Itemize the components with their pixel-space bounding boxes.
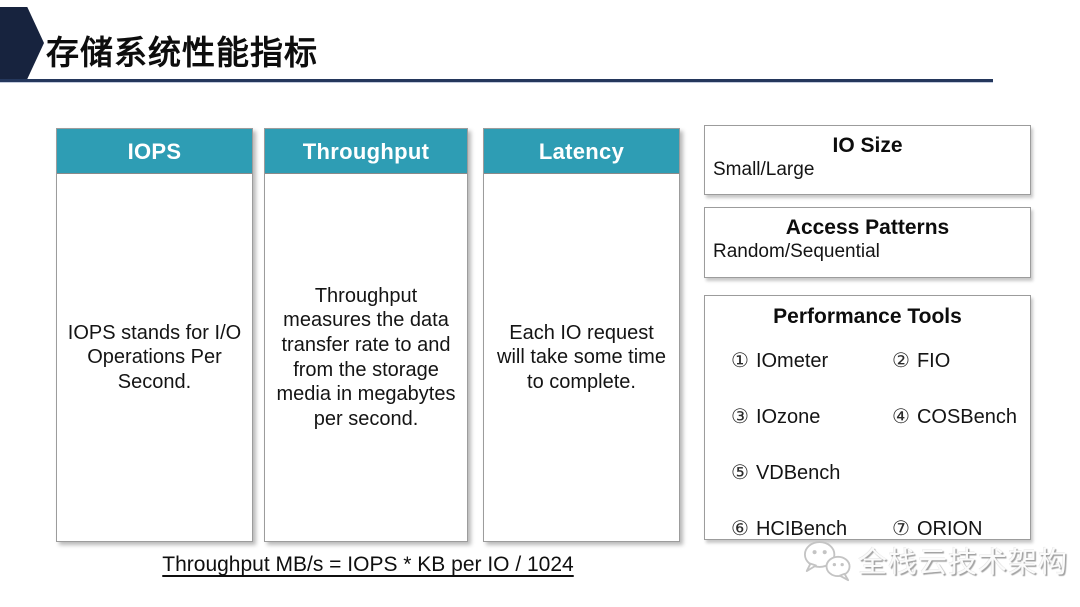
- card-latency-body: Each IO request will take some time to c…: [497, 321, 666, 393]
- watermark: 全栈云技术架构: [799, 537, 1068, 583]
- title-divider: [0, 79, 993, 83]
- tool-fio-label: FIO: [916, 350, 951, 372]
- card-throughput-body: Throughput measures the data transfer ra…: [276, 284, 456, 430]
- page-title: 存储系统性能指标: [46, 34, 318, 71]
- circled-3-icon: ③: [731, 406, 749, 428]
- circled-5-icon: ⑤: [731, 462, 749, 484]
- tool-fio: ② FIO: [892, 348, 1030, 373]
- card-latency: Latency Each IO request will take some t…: [483, 128, 680, 542]
- card-iops-body: IOPS stands for I/O Operations Per Secon…: [67, 321, 242, 393]
- wechat-icon: [804, 541, 851, 582]
- circled-6-icon: ⑥: [731, 518, 749, 540]
- tool-cosbench-label: COSBench: [916, 406, 1017, 428]
- card-iops: IOPS IOPS stands for I/O Operations Per …: [56, 128, 253, 542]
- box-access-patterns-subtitle: Random/Sequential: [713, 241, 880, 262]
- box-access-patterns-title: Access Patterns: [785, 216, 950, 239]
- tool-hcibench-label: HCIBench: [755, 518, 848, 540]
- circled-1-icon: ①: [731, 350, 749, 372]
- circled-2-icon: ②: [892, 350, 910, 372]
- tool-iozone: ③ IOzone: [731, 404, 892, 429]
- title-accent-arrow-icon: [0, 7, 44, 79]
- box-io-size-subtitle: Small/Large: [713, 159, 815, 180]
- tool-iozone-label: IOzone: [755, 406, 821, 428]
- performance-tools-grid: ① IOmeter ② FIO ③ IOzone ④ COSBench ⑤ VDBench…: [705, 348, 1030, 541]
- card-latency-header: Latency: [484, 129, 679, 174]
- box-access-patterns: Access Patterns Random/Sequential: [704, 207, 1031, 278]
- tool-orion: ⑦ ORION: [892, 516, 1030, 541]
- circled-4-icon: ④: [892, 406, 910, 428]
- tool-iometer-label: IOmeter: [755, 350, 829, 372]
- tool-vdbench: ⑤ VDBench: [731, 460, 892, 485]
- box-performance-tools: Performance Tools ① IOmeter ② FIO ③ IOzone …: [704, 295, 1031, 540]
- watermark-text: 全栈云技术架构: [858, 547, 1069, 579]
- card-throughput-header: Throughput: [265, 129, 467, 174]
- card-iops-header: IOPS: [57, 129, 252, 174]
- tool-iometer: ① IOmeter: [731, 348, 892, 373]
- tool-orion-label: ORION: [916, 518, 983, 540]
- card-throughput: Throughput Throughput measures the data …: [264, 128, 468, 542]
- tool-hcibench: ⑥ HCIBench: [731, 516, 892, 541]
- throughput-formula: Throughput MB/s = IOPS * KB per IO / 102…: [162, 553, 574, 576]
- tool-vdbench-label: VDBench: [755, 462, 841, 484]
- performance-tools-title: Performance Tools: [773, 305, 962, 328]
- box-io-size-title: IO Size: [832, 134, 903, 157]
- box-io-size: IO Size Small/Large: [704, 125, 1031, 195]
- tool-cosbench: ④ COSBench: [892, 404, 1030, 429]
- circled-7-icon: ⑦: [892, 518, 910, 540]
